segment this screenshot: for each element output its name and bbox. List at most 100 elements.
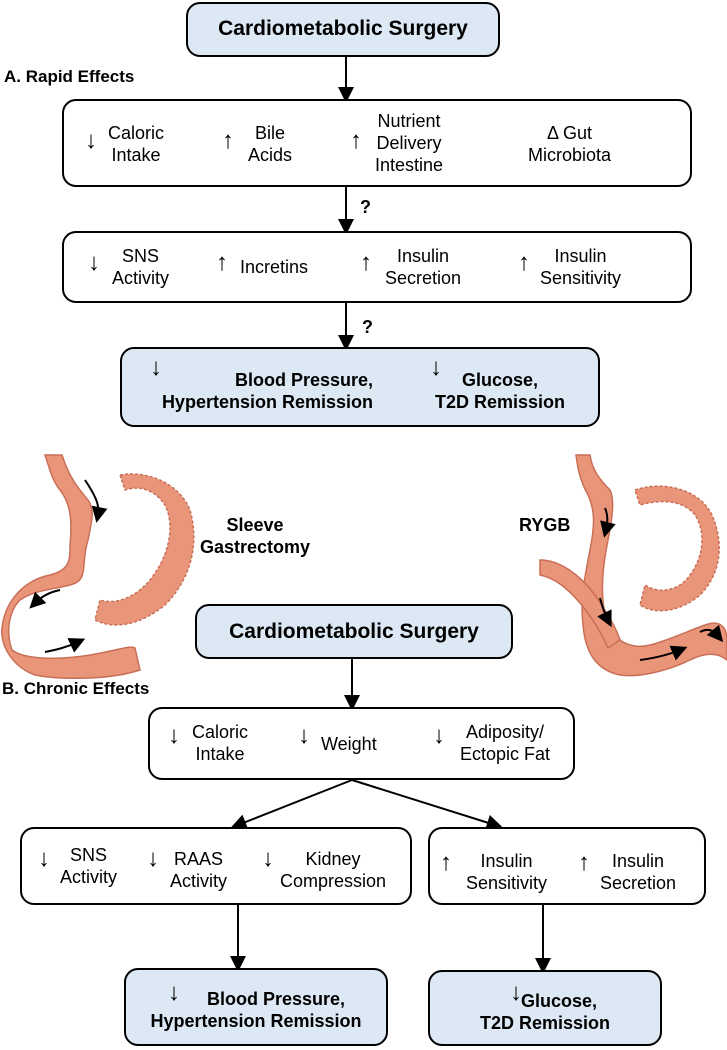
rapid-sns-activity: SNS Activity — [112, 245, 169, 289]
chronic-caloric-intake: Caloric Intake — [192, 721, 248, 765]
chronic-raas-activity: RAAS Activity — [170, 848, 227, 892]
rapid-glucose-line1: Glucose, — [461, 370, 539, 390]
connector-chronic-to-right — [351, 779, 503, 831]
rapid-bile-up-arrow: ↑ — [222, 127, 234, 154]
top-title-box — [186, 2, 500, 57]
chronic-adiposity-down-arrow: ↓ — [433, 722, 445, 749]
rapid-sns-line2: Activity — [112, 268, 170, 288]
rapid-nutrient-line1: Nutrient — [377, 111, 441, 131]
rygb-label: RYGB — [519, 515, 571, 535]
chronic-caloric-line2: Intake — [195, 744, 245, 764]
rapid-insulin-secretion: Insulin Secretion — [385, 245, 461, 289]
sleeve-gastrectomy-label: Sleeve Gastrectomy — [200, 514, 310, 558]
chronic-insulin-secretion-line2: Secretion — [600, 873, 677, 893]
rapid-caloric-intake: Caloric Intake — [108, 122, 164, 166]
rapid-insulin-sensitivity-line1: Insulin — [554, 246, 607, 266]
chronic-glucose-down-arrow: ↓ — [510, 979, 522, 1006]
rapid-nutrient-line2: Delivery — [376, 133, 442, 153]
chronic-insulin-secretion: Insulin Secretion — [600, 850, 676, 894]
sleeve-line2: Gastrectomy — [200, 537, 311, 557]
chronic-bp-mechanisms-box — [20, 827, 412, 905]
chronic-sns-line2: Activity — [60, 867, 118, 887]
rapid-glucose-outcome: Glucose, T2D Remission — [420, 369, 580, 413]
rapid-insulin-secretion-line2: Secretion — [385, 268, 462, 288]
connector-chronic-to-left — [230, 779, 353, 830]
question-mark-1: ? — [360, 197, 371, 217]
rapid-gut-line2: Microbiota — [528, 145, 612, 165]
rapid-bp-outcome: Blood Pressure, Hypertension Remission — [133, 369, 373, 413]
chronic-caloric-line1: Caloric — [192, 722, 249, 742]
chronic-bp-line2: Hypertension Remission — [150, 1011, 362, 1031]
chronic-kidney-compression: Kidney Compression — [280, 848, 386, 892]
rapid-glucose-down-arrow: ↓ — [430, 354, 442, 381]
section-b-label: B. Chronic Effects — [2, 679, 150, 698]
rapid-gut-microbiota: Δ Gut Microbiota — [528, 122, 611, 166]
rapid-nutrient-line3: Intestine — [375, 155, 444, 175]
chronic-kidney-line2: Compression — [280, 871, 387, 891]
chronic-raas-down-arrow: ↓ — [147, 845, 159, 872]
rapid-gut-line1: Δ Gut — [546, 123, 593, 143]
rapid-insulin-sensitivity-up-arrow: ↑ — [518, 249, 530, 276]
chronic-adiposity-line1: Adiposity/ — [466, 722, 545, 742]
rapid-insulin-secretion-line1: Insulin — [397, 246, 450, 266]
chronic-insulin-sensitivity-line2: Sensitivity — [466, 873, 548, 893]
chronic-glucose-line2: T2D Remission — [479, 1013, 611, 1033]
rapid-bile-acids: Bile Acids — [248, 122, 292, 166]
chronic-bp-outcome-box — [124, 968, 388, 1046]
rapid-effects-box — [62, 99, 692, 187]
rapid-outcome-box — [120, 347, 600, 427]
chronic-bp-down-arrow: ↓ — [168, 979, 180, 1006]
rapid-glucose-line2: T2D Remission — [434, 392, 566, 412]
rapid-nutrient-delivery: Nutrient Delivery Intestine — [375, 110, 443, 176]
rapid-insulin-sensitivity-line2: Sensitivity — [540, 268, 622, 288]
chronic-insulin-sensitivity: Insulin Sensitivity — [466, 850, 547, 894]
bottom-title: Cardiometabolic Surgery — [229, 620, 479, 643]
rygb-illustration — [539, 454, 727, 677]
rapid-insulin-secretion-up-arrow: ↑ — [360, 249, 372, 276]
chronic-glucose-mechanisms-box — [428, 827, 706, 905]
rapid-hormonal-box — [62, 231, 692, 303]
chronic-kidney-line1: Kidney — [305, 849, 361, 869]
chronic-raas-line1: RAAS — [173, 849, 224, 869]
chronic-insulin-secretion-line1: Insulin — [612, 851, 665, 871]
chronic-effects-box — [148, 707, 575, 780]
bottom-title-box — [195, 604, 513, 659]
chronic-sns-down-arrow: ↓ — [38, 845, 50, 872]
chronic-weight-down-arrow: ↓ — [298, 722, 310, 749]
rapid-bile-line2: Acids — [248, 145, 293, 165]
chronic-caloric-down-arrow: ↓ — [168, 722, 180, 749]
rapid-insulin-sensitivity: Insulin Sensitivity — [540, 245, 621, 289]
chronic-weight: Weight — [321, 734, 377, 754]
chronic-bp-outcome: Blood Pressure, Hypertension Remission — [128, 988, 384, 1032]
sleeve-gastrectomy-illustration — [1, 454, 195, 679]
chronic-insulin-sensitivity-line1: Insulin — [480, 851, 533, 871]
chronic-insulin-sensitivity-up-arrow: ↑ — [440, 849, 452, 876]
chronic-adiposity-line2: Ectopic Fat — [460, 744, 551, 764]
chronic-bp-line1: Blood Pressure, — [206, 989, 346, 1009]
rapid-bp-down-arrow: ↓ — [150, 354, 162, 381]
rapid-bile-line1: Bile — [255, 123, 286, 143]
rapid-caloric-down-arrow: ↓ — [85, 127, 97, 154]
rapid-bp-line1: Blood Pressure, — [234, 370, 373, 390]
chronic-glucose-outcome: Glucose, T2D Remission — [432, 990, 658, 1034]
chronic-kidney-down-arrow: ↓ — [262, 845, 274, 872]
chronic-glucose-line1: Glucose, — [520, 991, 598, 1011]
chronic-sns-line1: SNS — [70, 845, 108, 865]
rapid-sns-down-arrow: ↓ — [88, 249, 100, 276]
section-a-label: A. Rapid Effects — [4, 67, 135, 86]
chronic-raas-line2: Activity — [170, 871, 228, 891]
chronic-insulin-secretion-up-arrow: ↑ — [578, 849, 590, 876]
top-title: Cardiometabolic Surgery — [218, 17, 468, 40]
chronic-sns-activity: SNS Activity — [60, 844, 117, 888]
rapid-sns-line1: SNS — [122, 246, 160, 266]
rapid-bp-line2: Hypertension Remission — [161, 392, 373, 412]
rapid-caloric-line1: Caloric — [108, 123, 165, 143]
chronic-adiposity: Adiposity/ Ectopic Fat — [460, 721, 550, 765]
rapid-caloric-line2: Intake — [111, 145, 161, 165]
rapid-incretins-up-arrow: ↑ — [216, 249, 228, 276]
rapid-nutrient-up-arrow: ↑ — [350, 127, 362, 154]
sleeve-line1: Sleeve — [226, 515, 284, 535]
question-mark-2: ? — [362, 317, 373, 337]
chronic-glucose-outcome-box — [428, 970, 662, 1046]
